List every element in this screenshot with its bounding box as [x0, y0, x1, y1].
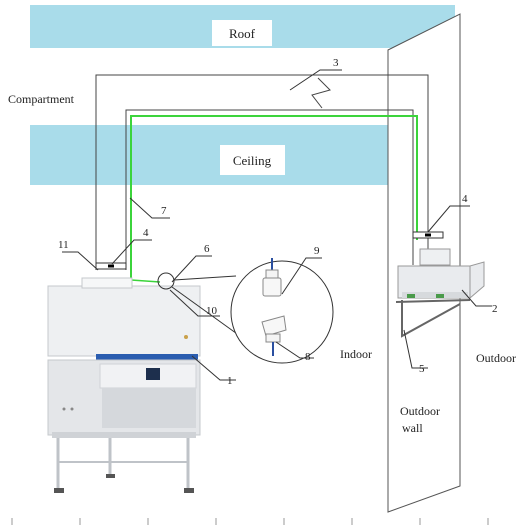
exhaust-fan-unit — [397, 248, 485, 299]
leader-lines — [62, 69, 492, 381]
duct-inner — [125, 109, 414, 270]
duct-outer — [95, 74, 429, 270]
zoom-line-top — [173, 275, 237, 281]
green-tube-branch — [130, 279, 161, 283]
wall-bracket — [395, 299, 471, 338]
callout-4-right: 4 — [462, 193, 468, 205]
roof-label: Roof — [229, 26, 256, 41]
ceiling-band — [30, 125, 390, 185]
callout-11: 11 — [58, 239, 69, 251]
ceiling-label: Ceiling — [233, 153, 272, 168]
tube-connector-top — [262, 258, 282, 297]
duct-break-mark — [311, 77, 331, 109]
zoom-line-bottom — [171, 286, 241, 337]
outdoor-wall-label-line1: Outdoor — [400, 404, 440, 418]
callout-8: 8 — [305, 351, 311, 363]
tube-connector-bottom — [261, 315, 287, 356]
zoom-detail-circle — [230, 260, 334, 364]
callout-4-left: 4 — [143, 227, 149, 239]
callout-1: 1 — [227, 375, 233, 387]
callout-9: 9 — [314, 245, 320, 257]
callout-6: 6 — [204, 243, 210, 255]
green-tube — [130, 115, 418, 280]
callout-7: 7 — [161, 205, 167, 217]
callout-3: 3 — [333, 57, 339, 69]
bottom-ticks — [11, 518, 489, 525]
callout-2: 2 — [492, 303, 498, 315]
biosafety-cabinet — [47, 277, 201, 493]
outdoor-wall-label-line2: wall — [402, 421, 423, 435]
ceiling-label-box — [220, 145, 285, 175]
callout-10: 10 — [206, 305, 218, 317]
outdoor-label: Outdoor — [476, 351, 516, 365]
detail-marker-circle — [157, 272, 175, 290]
indoor-label: Indoor — [340, 347, 372, 361]
roof-label-box — [212, 20, 272, 46]
compartment-label: Compartment — [8, 92, 75, 106]
callout-5: 5 — [419, 363, 425, 375]
